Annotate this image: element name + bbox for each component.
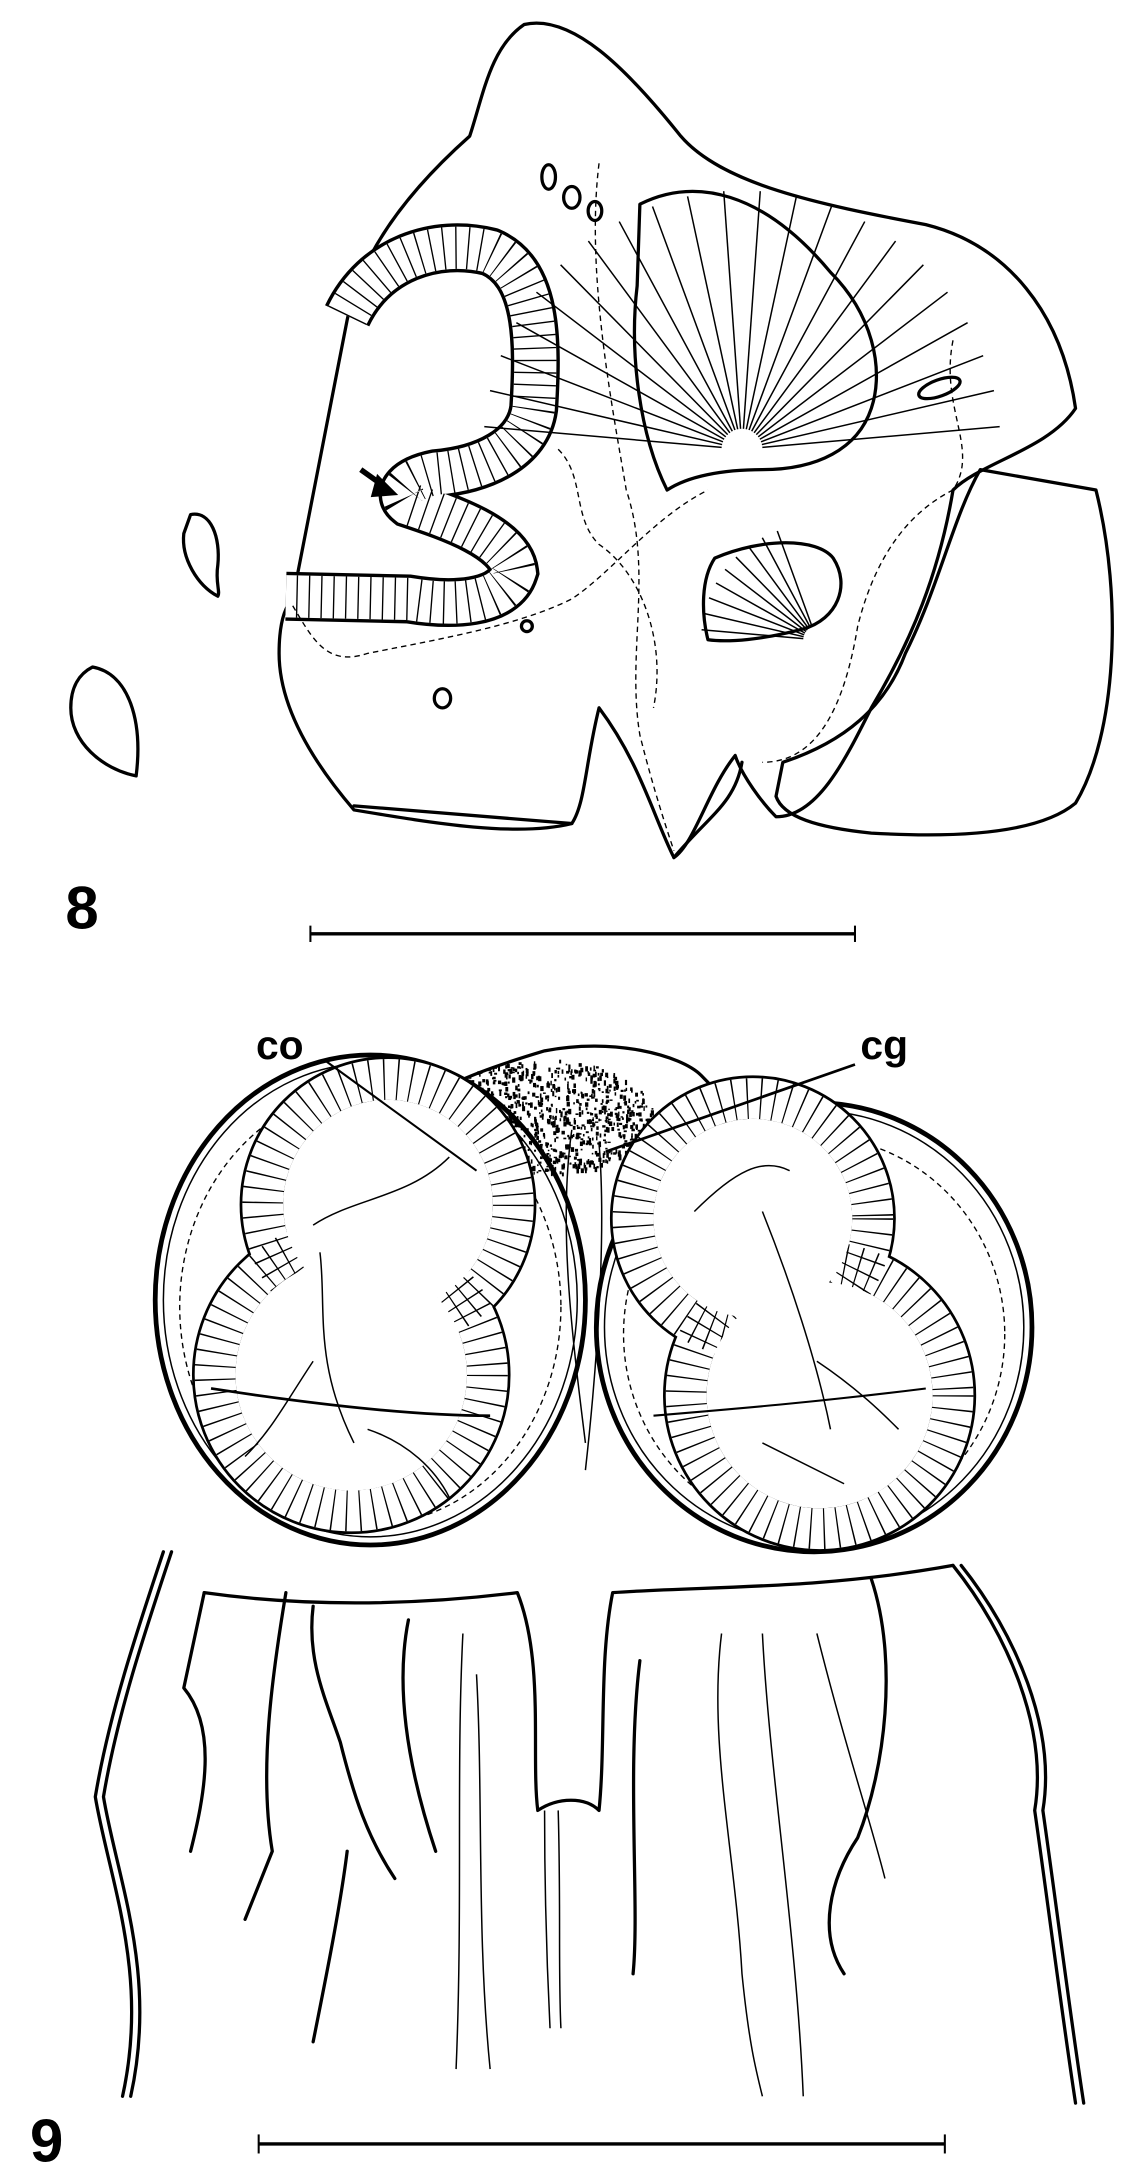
figure-9-drawing bbox=[93, 1044, 1086, 2105]
fan-structure bbox=[632, 189, 879, 492]
scale-bar-9 bbox=[257, 2134, 946, 2154]
figure-9-label: 9 bbox=[30, 2108, 63, 2163]
fragment bbox=[181, 512, 221, 598]
fragment bbox=[69, 665, 140, 778]
annotation-cg: cg bbox=[860, 1022, 908, 1068]
left-capsule bbox=[152, 1052, 588, 1548]
figure-8-label: 8 bbox=[65, 874, 98, 941]
co-leader-line bbox=[326, 1060, 478, 1172]
right-lobe-outline bbox=[774, 467, 1114, 837]
figure-8-drawing bbox=[69, 21, 1114, 860]
annotation-co: co bbox=[256, 1022, 304, 1068]
right-divider bbox=[653, 1387, 926, 1417]
arrow-icon bbox=[359, 467, 399, 498]
section-outline bbox=[277, 21, 1078, 860]
cg-leader-line bbox=[605, 1063, 856, 1153]
left-divider bbox=[210, 1387, 491, 1418]
scale-bar-8 bbox=[309, 925, 857, 942]
